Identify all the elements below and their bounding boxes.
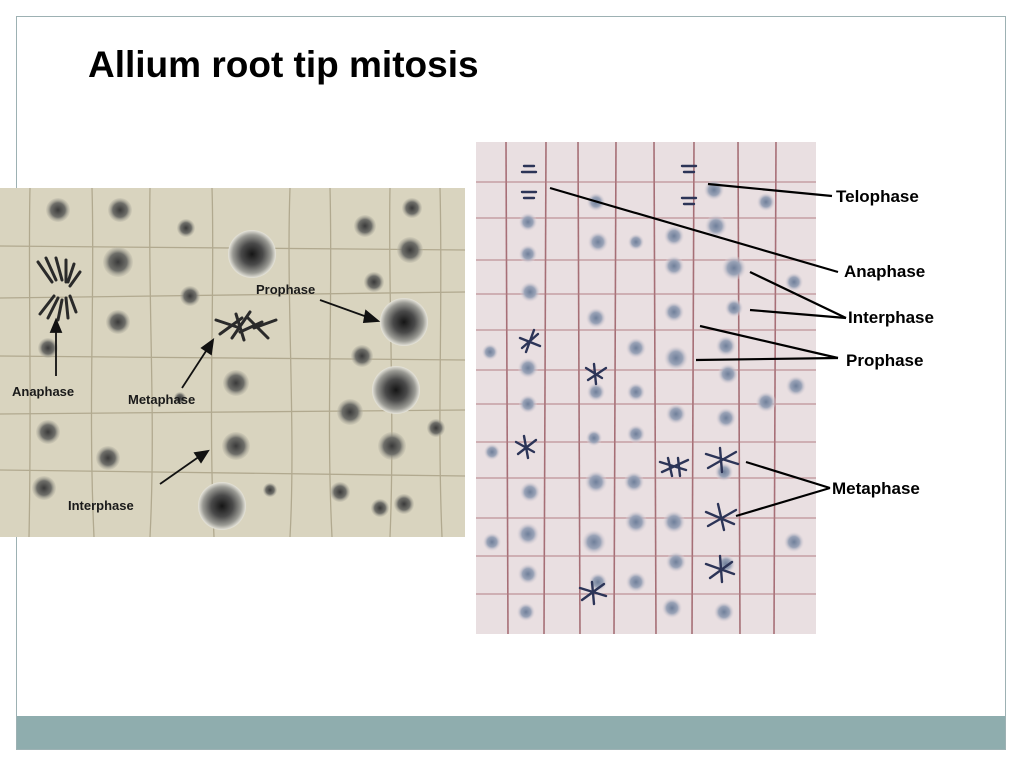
- left-label-interphase: Interphase: [68, 498, 134, 513]
- slide-title: Allium root tip mitosis: [88, 44, 479, 85]
- arrow-interphase-left: [159, 455, 201, 485]
- left-label-prophase: Prophase: [256, 282, 315, 297]
- left-micrograph-image: Prophase Anaphase Metaphase Interphase: [0, 188, 465, 537]
- left-label-metaphase: Metaphase: [128, 392, 195, 407]
- arrow-prophase-left: [319, 299, 371, 319]
- right-label-metaphase: Metaphase: [832, 479, 920, 498]
- left-label-anaphase: Anaphase: [12, 384, 74, 399]
- left-micrograph: Prophase Anaphase Metaphase Interphase: [0, 188, 465, 537]
- right-label-prophase: Prophase: [846, 351, 924, 370]
- right-micrograph: [476, 142, 816, 634]
- right-label-anaphase: Anaphase: [844, 262, 926, 281]
- arrow-metaphase-left: [181, 347, 209, 389]
- footer-bar: [17, 716, 1005, 749]
- right-label-interphase: Interphase: [848, 308, 934, 327]
- right-label-telophase: Telophase: [836, 187, 919, 206]
- right-micrograph-image: [476, 142, 816, 634]
